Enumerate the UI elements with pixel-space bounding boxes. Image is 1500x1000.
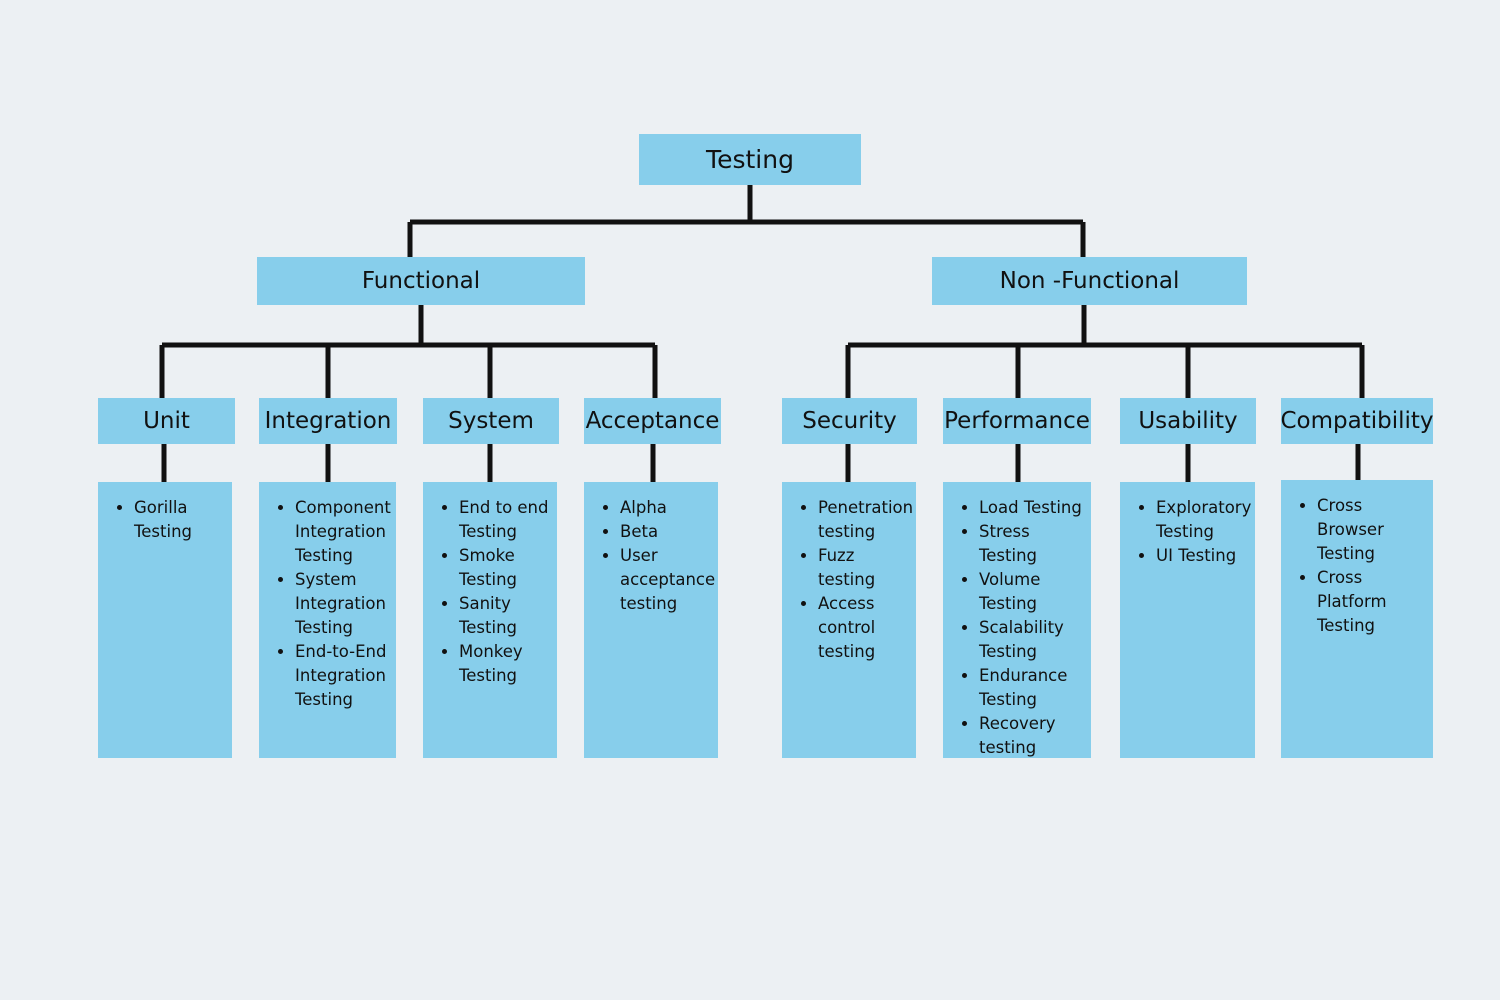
details-system-list: End to end TestingSmoke TestingSanity Te… (429, 496, 551, 688)
node-testing[interactable]: Testing (639, 134, 861, 185)
node-non-functional-label: Non -Functional (999, 268, 1180, 294)
list-item: Load Testing (979, 496, 1085, 520)
details-compatibility-list: Cross Browser TestingCross Platform Test… (1287, 494, 1427, 638)
node-integration-label: Integration (264, 408, 392, 434)
details-security: Penetration testingFuzz testingAccess co… (782, 482, 916, 758)
details-compatibility: Cross Browser TestingCross Platform Test… (1281, 480, 1433, 758)
list-item: Smoke Testing (459, 544, 551, 592)
node-security[interactable]: Security (782, 398, 917, 444)
list-item: Cross Platform Testing (1317, 566, 1427, 638)
list-item: Recovery testing (979, 712, 1085, 760)
node-compatibility-label: Compatibility (1280, 408, 1434, 434)
node-non-functional[interactable]: Non -Functional (932, 257, 1247, 305)
node-unit-label: Unit (143, 408, 190, 434)
node-usability-label: Usability (1138, 408, 1238, 434)
node-integration[interactable]: Integration (259, 398, 397, 444)
list-item: End to end Testing (459, 496, 551, 544)
list-item: Access control testing (818, 592, 910, 664)
details-system: End to end TestingSmoke TestingSanity Te… (423, 482, 557, 758)
list-item: Endurance Testing (979, 664, 1085, 712)
list-item: Monkey Testing (459, 640, 551, 688)
details-acceptance: AlphaBetaUser acceptance testing (584, 482, 718, 758)
list-item: Penetration testing (818, 496, 913, 544)
details-integration-list: Component Integration TestingSystem Inte… (265, 496, 391, 712)
node-security-label: Security (802, 408, 897, 434)
list-item: System Integration Testing (295, 568, 390, 640)
node-functional[interactable]: Functional (257, 257, 585, 305)
list-item: Exploratory Testing (1156, 496, 1251, 544)
node-functional-label: Functional (361, 268, 481, 294)
details-performance-list: Load TestingStress TestingVolume Testing… (949, 496, 1085, 760)
node-acceptance-label: Acceptance (585, 408, 720, 434)
list-item: Sanity Testing (459, 592, 551, 640)
node-compatibility[interactable]: Compatibility (1280, 398, 1434, 444)
list-item: Component Integration Testing (295, 496, 391, 568)
list-item: Fuzz testing (818, 544, 910, 592)
details-usability: Exploratory TestingUI Testing (1120, 482, 1255, 758)
details-security-list: Penetration testingFuzz testingAccess co… (788, 496, 913, 664)
list-item: Scalability Testing (979, 616, 1085, 664)
node-usability[interactable]: Usability (1120, 398, 1256, 444)
details-performance: Load TestingStress TestingVolume Testing… (943, 482, 1091, 758)
details-usability-list: Exploratory TestingUI Testing (1126, 496, 1251, 568)
list-item: Stress Testing (979, 520, 1085, 568)
list-item: Beta (620, 520, 712, 544)
list-item: Gorilla Testing (134, 496, 226, 544)
details-unit-list: Gorilla Testing (104, 496, 226, 544)
list-item: User acceptance testing (620, 544, 715, 616)
node-system-label: System (448, 408, 534, 434)
list-item: Cross Browser Testing (1317, 494, 1427, 566)
details-integration: Component Integration TestingSystem Inte… (259, 482, 396, 758)
node-unit[interactable]: Unit (98, 398, 235, 444)
details-acceptance-list: AlphaBetaUser acceptance testing (590, 496, 715, 616)
list-item: Volume Testing (979, 568, 1085, 616)
list-item: UI Testing (1156, 544, 1249, 568)
node-testing-label: Testing (706, 145, 794, 174)
node-performance-label: Performance (944, 408, 1090, 434)
list-item: End-to-End Integration Testing (295, 640, 390, 712)
node-system[interactable]: System (423, 398, 559, 444)
node-acceptance[interactable]: Acceptance (584, 398, 721, 444)
list-item: Alpha (620, 496, 712, 520)
details-unit: Gorilla Testing (98, 482, 232, 758)
node-performance[interactable]: Performance (943, 398, 1091, 444)
